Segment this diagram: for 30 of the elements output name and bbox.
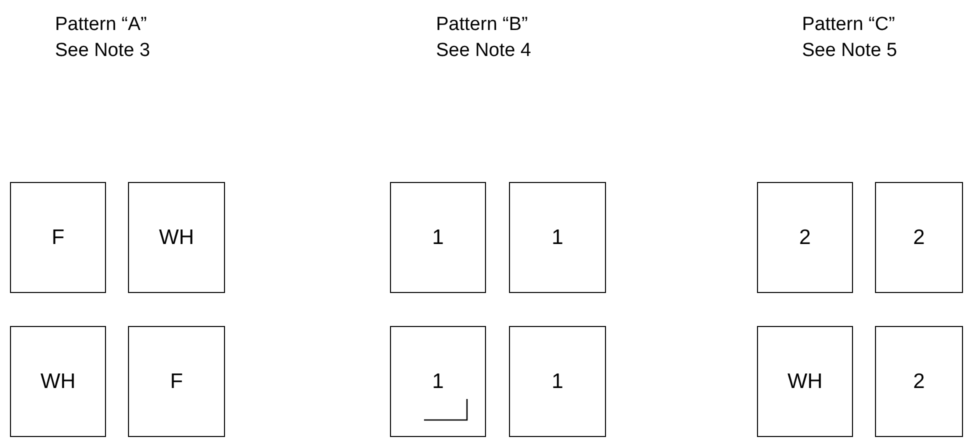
- pattern-box: [875, 182, 963, 293]
- box-label: 2: [799, 226, 811, 250]
- pattern-box: [509, 182, 606, 293]
- pattern-title: Pattern “C”: [802, 14, 895, 36]
- note-reference: See Note 3: [55, 40, 150, 62]
- pattern-box: [875, 326, 963, 437]
- note-reference: See Note 5: [802, 40, 898, 62]
- box-label: F: [52, 226, 64, 250]
- pattern-box: [390, 326, 486, 437]
- box-label: 1: [552, 226, 564, 250]
- pattern-box: [390, 182, 486, 293]
- box-label: WH: [788, 370, 822, 394]
- pattern-box: [757, 182, 853, 293]
- pattern-box: [128, 326, 225, 437]
- box-label: 2: [913, 226, 925, 250]
- box-label: F: [170, 370, 183, 394]
- pattern-box: [10, 182, 106, 293]
- pattern-box: [10, 326, 106, 437]
- pattern-box: [757, 326, 853, 437]
- box-label: 1: [432, 226, 444, 250]
- pattern-title: Pattern “A”: [55, 14, 147, 36]
- box-label: 1: [432, 370, 444, 394]
- box-label: WH: [40, 370, 76, 394]
- pattern-title: Pattern “B”: [436, 14, 528, 36]
- pattern-box: [128, 182, 225, 293]
- box-label: 1: [552, 370, 564, 394]
- box-label: WH: [159, 226, 194, 250]
- box-label: 2: [913, 370, 925, 394]
- pattern-box: [509, 326, 606, 437]
- note-reference: See Note 4: [436, 40, 532, 62]
